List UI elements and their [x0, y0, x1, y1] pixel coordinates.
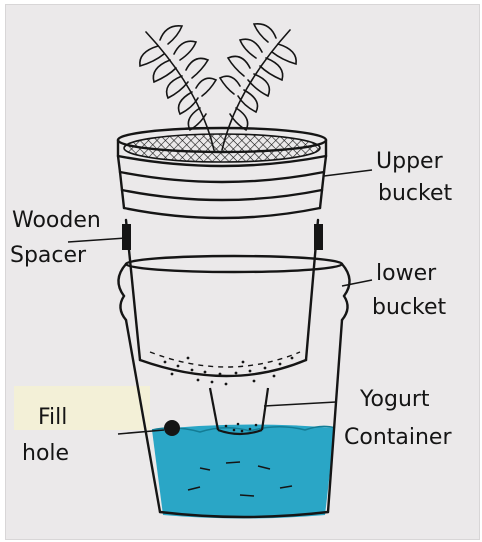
label-yogurt-container-1: Yogurt — [359, 387, 430, 412]
label-upper-bucket-2: bucket — [378, 181, 452, 206]
label-fill-hole-1: Fill — [38, 405, 67, 430]
wooden-spacer-left — [122, 224, 131, 250]
tape-patch — [14, 386, 150, 430]
upper-bucket — [118, 128, 326, 376]
water-reservoir — [152, 424, 335, 518]
label-lower-bucket-1: lower — [376, 261, 437, 286]
label-fill-hole-2: hole — [22, 441, 69, 466]
label-lower-bucket-2: bucket — [372, 295, 446, 320]
fill-hole — [164, 420, 180, 436]
label-wooden-spacer-2: Spacer — [10, 243, 87, 268]
wooden-spacer-right — [314, 224, 323, 250]
label-upper-bucket-1: Upper — [376, 149, 444, 174]
label-yogurt-container-2: Container — [344, 425, 452, 450]
label-wooden-spacer-1: Wooden — [12, 208, 101, 233]
